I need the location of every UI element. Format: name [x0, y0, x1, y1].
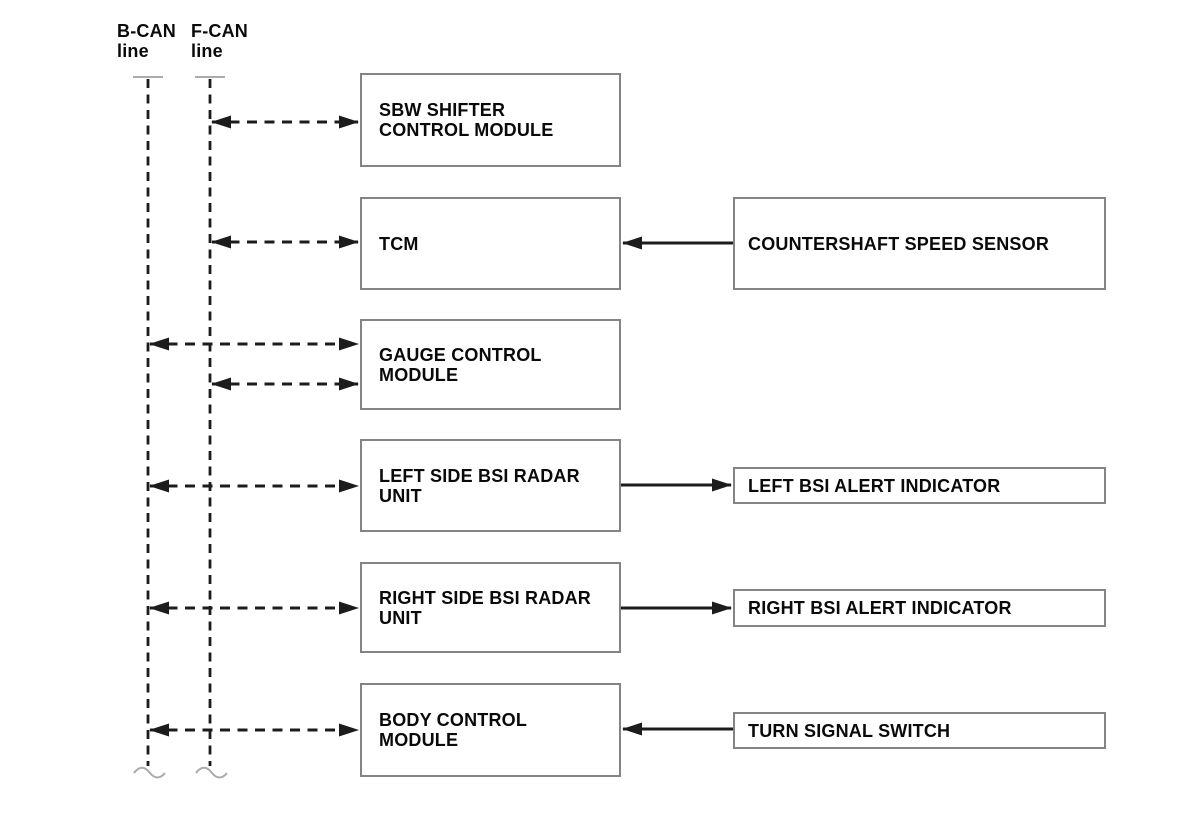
node-label: LEFT BSI ALERT INDICATOR [748, 475, 1001, 496]
node-label: GAUGE CONTROL MODULE [379, 344, 542, 385]
node-right-side-bsi-radar-unit: RIGHT SIDE BSI RADAR UNIT [360, 562, 621, 653]
node-body-control-module: BODY CONTROL MODULE [360, 683, 621, 777]
node-left-side-bsi-radar-unit: LEFT SIDE BSI RADAR UNIT [360, 439, 621, 532]
b-can-bottom-break-mark [133, 766, 166, 779]
node-label: BODY CONTROL MODULE [379, 710, 528, 750]
node-label: LEFT SIDE BSI RADAR UNIT [379, 465, 580, 506]
node-label: COUNTERSHAFT SPEED SENSOR [748, 233, 1050, 254]
f-can-line-label: F-CAN line [191, 21, 248, 61]
node-gauge-control-module: GAUGE CONTROL MODULE [360, 319, 621, 410]
b-can-line-label: B-CAN line [117, 21, 176, 61]
node-tcm: TCM [360, 197, 621, 290]
node-label: SBW SHIFTER CONTROL MODULE [379, 100, 554, 140]
node-label: RIGHT BSI ALERT INDICATOR [748, 598, 1012, 618]
node-countershaft-speed-sensor: COUNTERSHAFT SPEED SENSOR [733, 197, 1106, 290]
node-turn-signal-switch: TURN SIGNAL SWITCH [733, 712, 1106, 749]
node-label: RIGHT SIDE BSI RADAR UNIT [379, 587, 592, 628]
node-sbw-shifter-control-module: SBW SHIFTER CONTROL MODULE [360, 73, 621, 167]
node-left-bsi-alert-indicator: LEFT BSI ALERT INDICATOR [733, 467, 1106, 504]
node-label: TURN SIGNAL SWITCH [748, 720, 951, 741]
f-can-bottom-break-mark [195, 766, 228, 779]
node-right-bsi-alert-indicator: RIGHT BSI ALERT INDICATOR [733, 589, 1106, 627]
node-label: TCM [379, 233, 419, 254]
